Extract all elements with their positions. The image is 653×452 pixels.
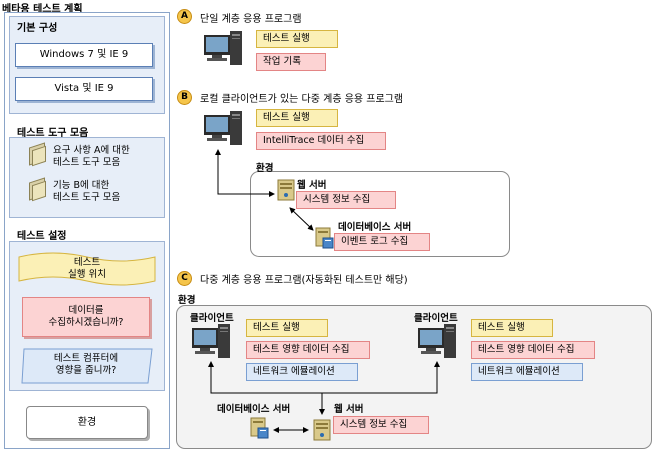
section-b-intellitrace: IntelliTrace 데이터 수집 xyxy=(256,132,386,150)
section-c-environment-label: 환경 xyxy=(178,295,196,306)
config-vista-ie9[interactable]: Vista 및 IE 9 xyxy=(15,77,153,101)
test-suites-heading: 테스트 도구 모음 xyxy=(17,128,89,139)
section-b-title: 로컬 클라이언트가 있는 다중 계층 응용 프로그램 xyxy=(200,94,404,105)
suite-b-line2: 테스트 도구 모음 xyxy=(53,192,121,203)
run-location-line1: 테스트 xyxy=(73,257,101,268)
section-b-db-server-label: 데이터베이스 서버 xyxy=(338,222,412,233)
section-c-left-impact-data: 테스트 영향 데이터 수집 xyxy=(246,341,370,359)
affect-line1: 테스트 컴퓨터에 xyxy=(53,353,119,364)
section-c-right-run-test: 테스트 실행 xyxy=(471,319,553,337)
collect-line2: 수집하시겠습니까? xyxy=(48,317,124,328)
affect-machine-shape xyxy=(21,348,153,384)
section-b-badge: B xyxy=(177,90,192,105)
affect-line2: 영향을 줍니까? xyxy=(55,365,117,376)
section-a-badge: A xyxy=(177,9,192,24)
test-suites-section xyxy=(9,137,165,218)
section-c-right-impact-data: 테스트 영향 데이터 수집 xyxy=(471,341,595,359)
section-c-web-server-label: 웹 서버 xyxy=(334,404,364,415)
section-c-right-network-emulation: 네트워크 에뮬레이션 xyxy=(471,363,583,381)
section-b-web-server-label: 웹 서버 xyxy=(297,180,327,191)
plan-title: 베타용 테스트 계획 xyxy=(2,4,83,15)
suite-a-line2: 테스트 도구 모음 xyxy=(53,157,121,168)
section-b-event-log: 이벤트 로그 수집 xyxy=(334,233,430,251)
collect-data-box[interactable]: 데이터를 수집하시겠습니까? xyxy=(22,297,150,337)
basic-config-heading: 기본 구성 xyxy=(17,23,58,34)
run-location-shape xyxy=(18,252,156,286)
collect-line1: 데이터를 xyxy=(68,305,104,316)
section-c-title: 다중 계층 응용 프로그램(자동화된 테스트만 해당) xyxy=(200,275,408,286)
config-windows7-ie9[interactable]: Windows 7 및 IE 9 xyxy=(15,43,153,67)
test-settings-heading: 테스트 설정 xyxy=(17,231,67,242)
section-c-client-left-label: 클라이언트 xyxy=(190,313,234,324)
affect-machine-label: 테스트 컴퓨터에 영향을 줍니까? xyxy=(20,353,152,377)
section-b-system-info: 시스템 정보 수집 xyxy=(296,191,396,209)
suite-b-line1: 기능 B에 대한 xyxy=(53,180,110,191)
run-location-line2: 실행 위치 xyxy=(68,269,106,280)
section-c-system-info: 시스템 정보 수집 xyxy=(333,416,429,434)
section-a-action-log: 작업 기록 xyxy=(256,53,326,71)
section-a-title: 단일 계층 응용 프로그램 xyxy=(200,14,302,25)
section-a-run-test: 테스트 실행 xyxy=(256,30,338,48)
section-c-badge: C xyxy=(177,271,192,286)
section-b-run-test: 테스트 실행 xyxy=(256,109,338,127)
section-c-client-right-label: 클라이언트 xyxy=(414,313,458,324)
environment-button[interactable]: 환경 xyxy=(26,406,148,439)
section-c-left-run-test: 테스트 실행 xyxy=(246,319,328,337)
suite-a-line1: 요구 사항 A에 대한 xyxy=(53,145,130,156)
run-location-label: 테스트 실행 위치 xyxy=(17,257,157,281)
